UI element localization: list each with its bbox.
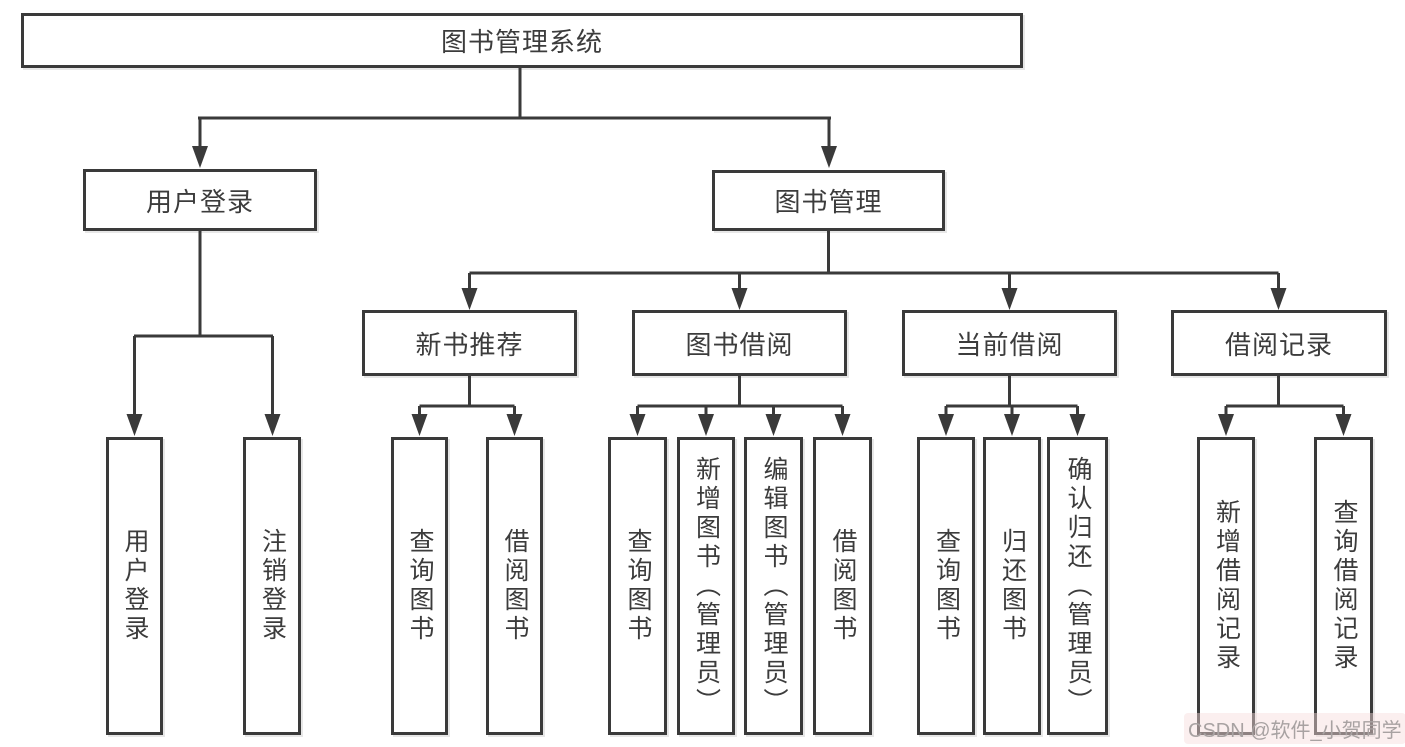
csdn-watermark: CSDN @软件_小贺同学 [1184,713,1405,744]
leaf-borrow-borrow-books: 借阅图书 [813,437,872,735]
leaf-recommend-borrow-books: 借阅图书 [486,437,543,735]
leaf-current-return-books: 归还图书 [983,437,1041,735]
leaf-label: 新增图书（管理员） [692,455,721,717]
node-label: 当前借阅 [955,329,1064,360]
leaf-current-confirm-return-admin: 确认归还（管理员） [1047,437,1108,735]
leaf-label: 借阅图书 [829,528,857,644]
leaf-label: 新增借阅记录 [1212,499,1241,673]
leaf-label: 用户登录 [121,528,149,644]
node-current-borrow: 当前借阅 [902,310,1117,376]
leaf-records-add-record: 新增借阅记录 [1197,437,1255,735]
leaf-label: 借阅图书 [501,528,529,644]
node-new-book-recommend: 新书推荐 [362,310,577,376]
leaf-recommend-query-books: 查询图书 [391,437,448,735]
node-label: 借阅记录 [1224,329,1333,360]
leaf-label: 确认归还（管理员） [1064,455,1092,717]
node-borrow-records: 借阅记录 [1171,310,1387,376]
node-user-login: 用户登录 [83,169,317,231]
leaf-records-query-record: 查询借阅记录 [1314,437,1373,735]
node-label: 图书管理系统 [440,27,603,57]
leaf-current-query-books: 查询图书 [917,437,975,735]
node-library-management-system: 图书管理系统 [21,13,1023,68]
leaf-label: 查询图书 [624,528,652,644]
node-label: 用户登录 [145,186,254,217]
leaf-label: 查询图书 [932,528,961,644]
leaf-label: 查询借阅记录 [1330,499,1358,673]
leaf-borrow-add-books-admin: 新增图书（管理员） [677,437,735,735]
node-label: 图书管理 [774,187,883,217]
leaf-label: 注销登录 [258,528,287,644]
leaf-label: 归还图书 [998,528,1027,644]
leaf-logout: 注销登录 [243,437,301,735]
leaf-label: 查询图书 [406,528,434,644]
leaf-borrow-query-books: 查询图书 [608,437,667,735]
node-book-management: 图书管理 [712,170,945,231]
node-label: 图书借阅 [685,329,794,360]
node-label: 新书推荐 [415,329,524,360]
leaf-label: 编辑图书（管理员） [760,455,788,717]
node-book-borrow: 图书借阅 [632,310,847,376]
leaf-borrow-edit-books-admin: 编辑图书（管理员） [744,437,803,735]
leaf-user-login: 用户登录 [106,437,163,735]
